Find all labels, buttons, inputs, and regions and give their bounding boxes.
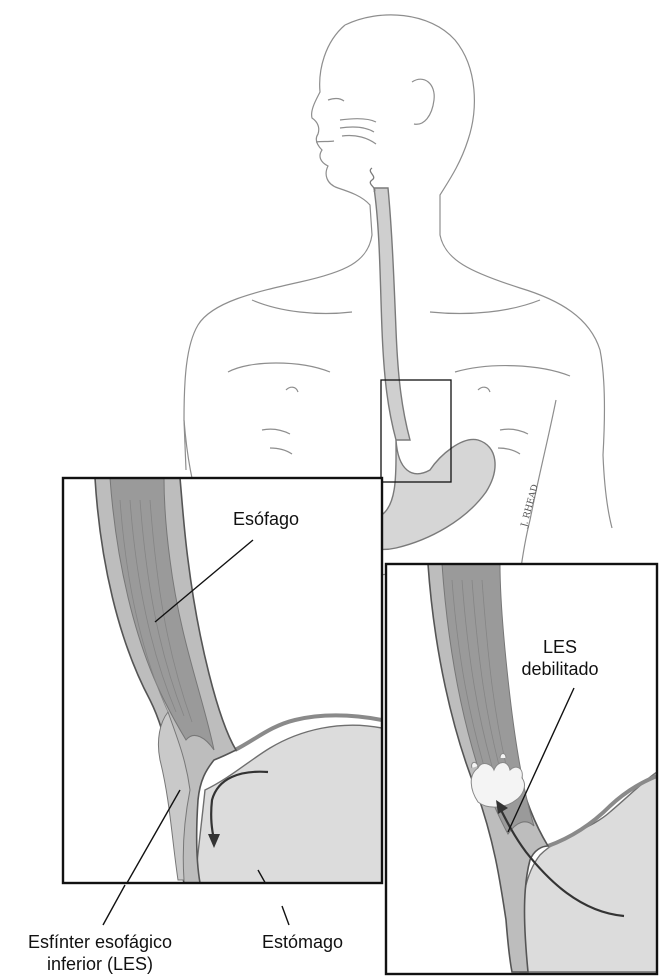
- label-weakened-les-line1: LES: [520, 636, 600, 658]
- label-sphincter-line2: inferior (LES): [0, 953, 200, 975]
- eye-line: [328, 99, 344, 101]
- label-weakened-les-line2: debilitado: [520, 658, 600, 680]
- leader-stomach-outer: [282, 906, 289, 925]
- ear-outline: [412, 79, 434, 124]
- clavicle-left: [252, 300, 352, 314]
- label-lower-esophageal-sphincter: Esfínter esofágico inferior (LES): [0, 931, 200, 975]
- nasal-cavity: [340, 119, 376, 144]
- face-profile: [184, 25, 372, 470]
- throat-squiggle: [370, 168, 375, 192]
- mouth-line: [316, 141, 334, 142]
- inset-normal-les: [63, 478, 382, 925]
- chest-right: [455, 366, 570, 376]
- label-stomach: Estómago: [262, 931, 343, 953]
- label-esophagus: Esófago: [233, 508, 299, 530]
- label-weakened-les: LES debilitado: [520, 636, 600, 680]
- inset-weak-les: [386, 564, 657, 974]
- nipple-left: [286, 387, 298, 392]
- leader-sphincter-outer: [103, 885, 125, 925]
- esophagus-tube: [374, 188, 410, 440]
- chest-left: [228, 363, 330, 372]
- clavicle-right: [430, 300, 540, 314]
- label-sphincter-line1: Esfínter esofágico: [0, 931, 200, 953]
- nipple-right: [478, 387, 490, 392]
- arm-right: [603, 455, 612, 528]
